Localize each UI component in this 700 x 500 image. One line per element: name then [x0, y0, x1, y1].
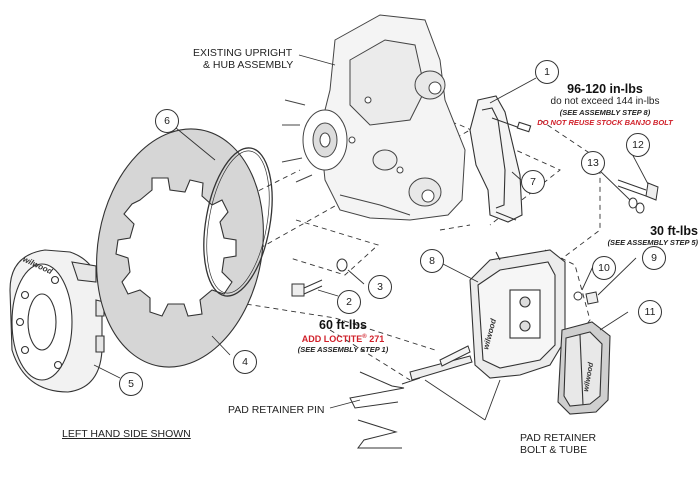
left-hand-side-label: LEFT HAND SIDE SHOWN: [62, 428, 191, 440]
caliper-torque-step: (SEE ASSEMBLY STEP 5): [607, 238, 698, 247]
upright-hub-assembly: [281, 14, 466, 221]
callout-2: 2: [337, 290, 361, 314]
callout-13: 13: [581, 151, 605, 175]
callout-9: 9: [642, 246, 666, 270]
caliper-torque-value: 30 ft-lbs: [650, 224, 698, 238]
pad-retainer-pin-label: PAD RETAINER PIN: [228, 404, 325, 416]
hub-hat-part: [9, 249, 105, 393]
brake-pad-part: [557, 321, 611, 415]
callout-11: 11: [638, 300, 662, 324]
callout-4: 4: [233, 350, 257, 374]
pad-retainer-hardware: [349, 345, 473, 449]
upright-label-line1: EXISTING UPRIGHT: [193, 47, 293, 59]
pad-retainer-bolt-label-line2: BOLT & TUBE: [520, 444, 588, 456]
caliper-torque-spec: 30 ft-lbs (SEE ASSEMBLY STEP 5): [598, 224, 698, 248]
callout-6: 6: [155, 109, 179, 133]
hat-torque-value: 60 ft-lbs: [319, 318, 367, 332]
callout-8: 8: [420, 249, 444, 273]
upright-label-line2: & HUB ASSEMBLY: [203, 59, 294, 71]
callout-10: 10: [592, 256, 616, 280]
caliper-bracket-part: [469, 95, 532, 223]
callout-12: 12: [626, 133, 650, 157]
callout-5: 5: [119, 372, 143, 396]
hat-torque-spec: 60 ft-lbs ADD LOCTITE® 271 (SEE ASSEMBLY…: [268, 318, 418, 355]
callout-7: 7: [521, 170, 545, 194]
pad-retainer-bolt-label-line1: PAD RETAINER: [520, 432, 597, 444]
leader-lines: [93, 54, 649, 421]
bracket-bolt-part: [617, 179, 659, 214]
hat-bolt-part: [291, 258, 348, 297]
loctite-note: ADD LOCTITE® 271: [301, 334, 385, 344]
bracket-torque-step: (SEE ASSEMBLY STEP 8): [559, 108, 651, 117]
caliper-part: [469, 249, 566, 379]
bleeder-parts: [573, 291, 599, 305]
banjo-bolt-warning: DO NOT REUSE STOCK BANJO BOLT: [537, 118, 673, 127]
brake-rotor-part: [96, 128, 264, 368]
callout-3: 3: [368, 275, 392, 299]
bracket-torque-limit: do not exceed 144 in-lbs: [550, 96, 660, 107]
bracket-torque-value: 96-120 in-lbs: [567, 82, 643, 96]
bracket-torque-spec: 96-120 in-lbs do not exceed 144 in-lbs (…: [515, 82, 695, 128]
callout-1: 1: [535, 60, 559, 84]
hat-torque-step: (SEE ASSEMBLY STEP 1): [297, 345, 389, 354]
retaining-ring-part: [203, 147, 273, 297]
